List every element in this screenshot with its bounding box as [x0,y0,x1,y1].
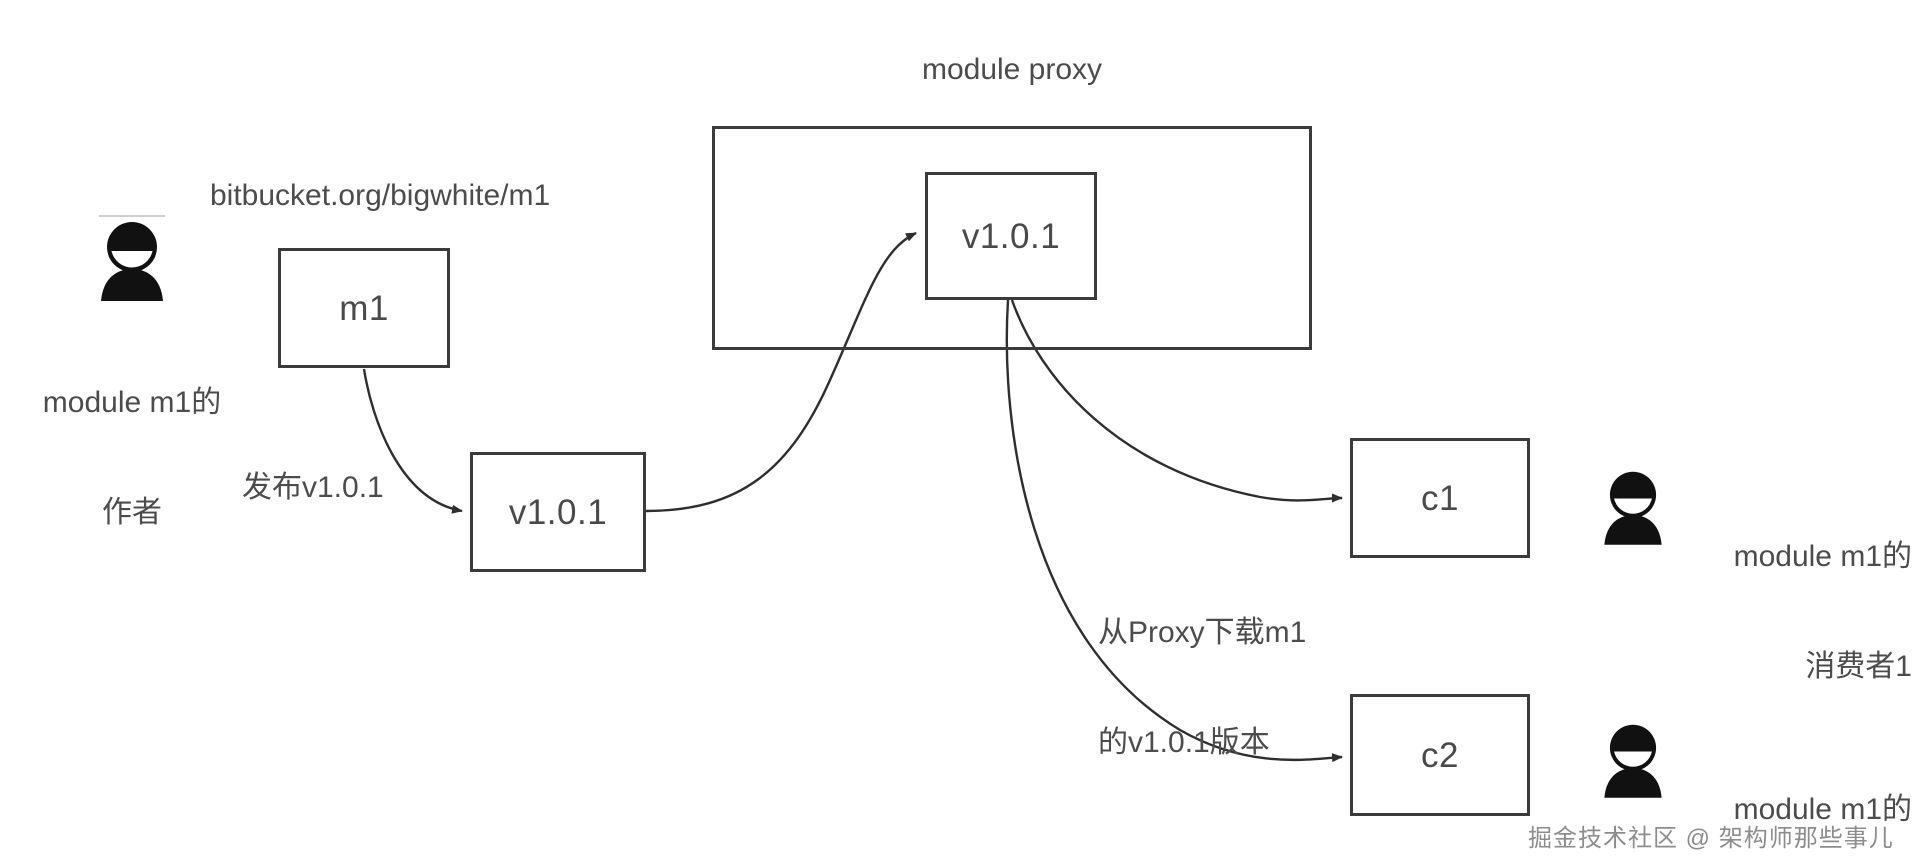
node-m1[interactable]: m1 [278,248,450,368]
node-m1-label: m1 [339,288,389,328]
consumer2-label: module m1的 消费者2 [1640,719,1912,861]
author-avatar-icon [93,215,171,301]
node-consumer2-label: c2 [1421,735,1459,775]
author-label: module m1的 作者 [18,312,246,605]
consumer2-avatar-icon [1597,718,1669,798]
consumer2-label-line1: module m1的 [1733,793,1912,827]
repo-url-text: bitbucket.org/bigwhite/m1 [210,179,551,212]
download-edge-label-line2: 的v1.0.1版本 [1098,725,1270,759]
node-released-version[interactable]: v1.0.1 [470,452,646,572]
author-label-line1: module m1的 [42,386,222,420]
consumer1-avatar-icon [1597,465,1669,545]
consumer1-label-line1: module m1的 [1733,540,1912,574]
node-consumer1-label: c1 [1421,478,1459,518]
publish-edge-label: 发布v1.0.1 [242,471,384,504]
module-proxy-title: module proxy [921,53,1103,86]
consumer1-label: module m1的 消费者1 [1640,466,1912,759]
node-consumer2[interactable]: c2 [1350,694,1530,816]
download-edge-label: 从Proxy下载m1 的v1.0.1版本 [1098,542,1306,835]
module-proxy-container [712,126,1312,350]
watermark-text: 掘金技术社区 @ 架构师那些事儿 [1528,825,1894,852]
author-label-line2: 作者 [102,495,162,529]
node-proxy-version-label: v1.0.1 [961,216,1061,256]
consumer1-label-line2: 消费者1 [1805,649,1912,683]
node-consumer1[interactable]: c1 [1350,438,1530,558]
download-edge-label-line1: 从Proxy下载m1 [1098,616,1307,650]
node-proxy-version[interactable]: v1.0.1 [925,172,1097,300]
node-released-version-label: v1.0.1 [508,492,608,532]
